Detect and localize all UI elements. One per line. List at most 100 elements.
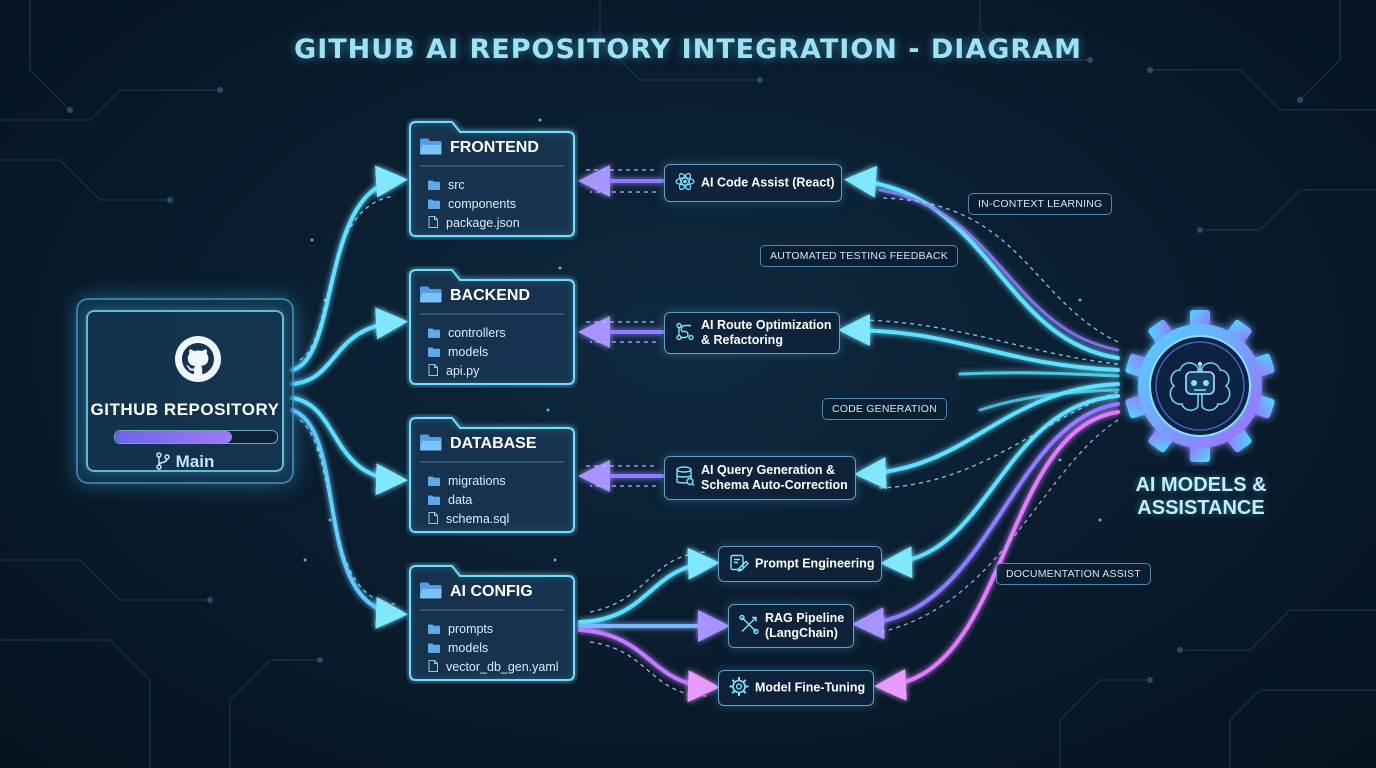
folder-title-text: FRONTEND — [450, 139, 539, 156]
folder-open-icon — [420, 286, 442, 308]
assist-label-line: RAG Pipeline — [765, 611, 845, 625]
link-ai-route — [838, 314, 1120, 372]
branch-name: Main — [175, 452, 215, 471]
folder-icon — [428, 623, 440, 637]
folder-item-label: prompts — [448, 622, 494, 636]
assist-rag-pipeline[interactable]: RAG Pipeline(LangChain) — [728, 604, 854, 648]
dash-ai-route — [859, 319, 1119, 365]
file-icon — [428, 364, 438, 379]
dash-ai-query — [875, 391, 1119, 489]
assist-label-line: Model Fine-Tuning — [755, 680, 866, 695]
ai-models-label-line1: AI MODELS & — [1135, 474, 1267, 496]
folder-item[interactable]: src — [428, 178, 465, 193]
folder-icon — [428, 642, 440, 656]
assist-label-line: Schema Auto-Correction — [701, 478, 848, 492]
link-ai-fanout-2 — [978, 388, 1120, 412]
repository-title: GITHUB REPOSITORY — [90, 400, 280, 419]
folder-item-label: components — [448, 197, 517, 211]
link-aiconfig-finetune — [578, 628, 720, 703]
assist-prompt-engineering[interactable]: Prompt Engineering — [718, 546, 882, 582]
folder-item[interactable]: prompts — [428, 622, 493, 637]
assist-code-assist[interactable]: AI Code Assist (React) — [664, 164, 842, 202]
folder-title: BACKEND — [420, 286, 530, 308]
folder-open-icon — [420, 138, 442, 160]
dash-ai-rag — [871, 419, 1119, 635]
link-repo-database — [290, 396, 408, 496]
folder-item-label: src — [448, 178, 465, 192]
folder-card-frame — [409, 417, 575, 533]
folder-item-label: data — [448, 493, 473, 507]
folder-title-text: AI CONFIG — [450, 583, 533, 600]
folder-title: AI CONFIG — [420, 582, 533, 604]
assist-label-line: & Refactoring — [701, 333, 783, 347]
repository-progress-fill — [115, 431, 232, 443]
folder-card-ai-config[interactable]: AI CONFIG prompts models vector_db_gen.yaml — [406, 562, 578, 682]
folder-item[interactable]: models — [428, 345, 488, 360]
file-icon — [428, 512, 438, 527]
link-ai-fanout-1 — [958, 371, 1120, 378]
folder-icon — [428, 494, 440, 508]
tag-documentation-assist: DOCUMENTATION ASSIST — [996, 563, 1151, 585]
assist-label-line: Prompt Engineering — [755, 556, 875, 571]
folder-card-database[interactable]: DATABASE migrations data schema.sql — [406, 414, 578, 534]
assist-label: Prompt Engineering — [755, 557, 874, 572]
database-icon — [675, 466, 695, 491]
assist-label: Model Fine-Tuning — [755, 681, 865, 696]
ai-models-label-line2: ASSISTANCE — [1137, 497, 1265, 519]
folder-item[interactable]: migrations — [428, 474, 506, 489]
link-ai-prompt — [880, 394, 1120, 579]
branch-selector[interactable]: Main — [88, 452, 282, 472]
folder-title-text: BACKEND — [450, 287, 530, 304]
folder-card-frame — [409, 269, 575, 385]
folder-item[interactable]: models — [428, 641, 488, 656]
assist-label-line: AI Route Optimization — [701, 318, 832, 332]
folder-item[interactable]: vector_db_gen.yaml — [428, 660, 559, 675]
folder-item[interactable]: api.py — [428, 364, 479, 379]
link-ai-rag — [852, 402, 1120, 640]
folder-item-label: controllers — [448, 326, 506, 340]
github-icon — [175, 336, 221, 382]
assist-label: AI Route Optimization& Refactoring — [701, 318, 832, 348]
assist-fine-tuning[interactable]: Model Fine-Tuning — [718, 670, 874, 706]
assist-query-generation[interactable]: AI Query Generation &Schema Auto-Correct… — [664, 456, 856, 500]
folder-item[interactable]: data — [428, 493, 472, 508]
ai-brain-gear-icon[interactable] — [1120, 306, 1280, 466]
react-icon — [675, 172, 695, 195]
pen-icon — [729, 553, 749, 576]
ai-models-label: AI MODELS & ASSISTANCE — [1120, 474, 1282, 520]
folder-item[interactable]: package.json — [428, 216, 520, 231]
folder-item[interactable]: controllers — [428, 326, 506, 341]
gear-small-icon — [729, 677, 749, 700]
assist-route-optimization[interactable]: AI Route Optimization& Refactoring — [664, 312, 840, 354]
link-repo-aiconfig — [290, 408, 408, 629]
folder-item[interactable]: components — [428, 197, 516, 212]
assist-label-line: (LangChain) — [765, 626, 838, 640]
link-ai-codeassist-2 — [878, 188, 1120, 352]
route-icon — [675, 322, 695, 345]
repository-panel: GITHUB REPOSITORY Main — [86, 310, 284, 472]
file-icon — [428, 216, 438, 231]
folder-item-label: vector_db_gen.yaml — [446, 660, 559, 674]
folder-card-backend[interactable]: BACKEND controllers models api.py — [406, 266, 578, 386]
folder-item[interactable]: schema.sql — [428, 512, 509, 527]
tag-in-context-learning: IN-CONTEXT LEARNING — [968, 193, 1113, 215]
folder-icon — [428, 198, 440, 212]
folder-card-frontend[interactable]: FRONTEND src components package.json — [406, 118, 578, 238]
link-ai-codeassist — [844, 165, 1120, 360]
folder-item-label: schema.sql — [446, 512, 510, 526]
assist-label: RAG Pipeline(LangChain) — [765, 611, 844, 641]
folder-title-text: DATABASE — [450, 435, 537, 452]
folder-title: DATABASE — [420, 434, 537, 456]
folder-card-frame — [409, 121, 575, 237]
github-repository-card[interactable]: GITHUB REPOSITORY Main — [76, 298, 294, 484]
dash-ai-top — [879, 197, 1119, 343]
folder-open-icon — [420, 434, 442, 456]
assist-label: AI Query Generation &Schema Auto-Correct… — [701, 463, 848, 493]
assist-label-line: AI Code Assist (React) — [701, 175, 835, 190]
link-aiconfig-prompt — [578, 547, 720, 624]
folder-icon — [428, 346, 440, 360]
folder-icon — [428, 179, 440, 193]
assist-label: AI Code Assist (React) — [701, 176, 835, 191]
